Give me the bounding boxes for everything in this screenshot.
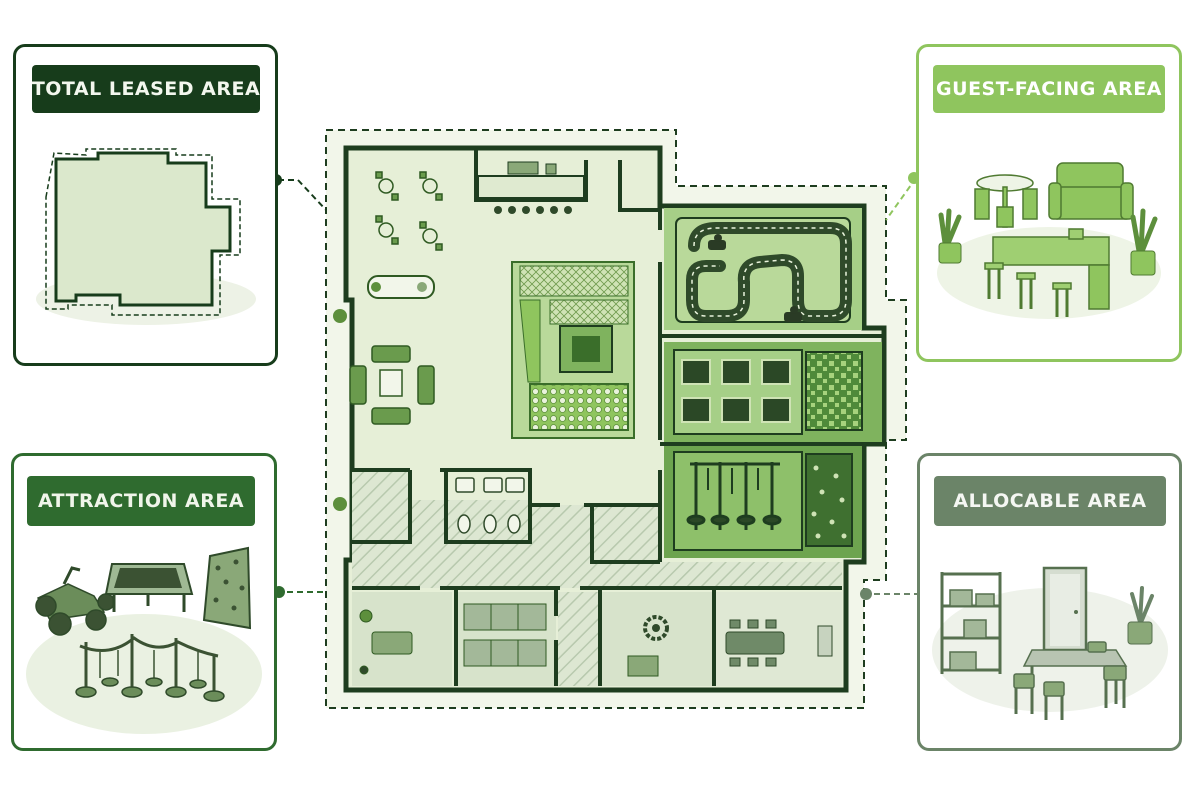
restroom-entry	[352, 470, 408, 542]
kart-icon	[35, 566, 115, 636]
hallway-hatch	[558, 592, 598, 686]
attraction-area-label: ATTRACTION AREA	[27, 476, 255, 526]
plant-icon	[333, 309, 347, 323]
total-leased-area-label: TOTAL LEASED AREA	[32, 65, 260, 113]
table-chairs-icon	[1013, 641, 1128, 720]
bar-counter-icon	[477, 161, 585, 214]
connector-guest	[885, 177, 917, 221]
planter-bench	[367, 275, 435, 299]
foam-pit	[805, 351, 863, 431]
allocable-area-card: ALLOCABLE AREA	[917, 453, 1182, 751]
sofa-icon	[349, 345, 435, 425]
go-kart-track-icon	[675, 217, 852, 323]
kart-icon	[708, 234, 802, 322]
ball-pit-icon	[529, 383, 629, 431]
allocable-corridor	[352, 500, 842, 588]
plant-icon	[333, 497, 347, 511]
guest-facing-area-label: GUEST-FACING AREA	[933, 65, 1165, 113]
plant-icon	[938, 208, 1158, 276]
office-desk	[359, 609, 413, 675]
guest-furniture-illustration	[937, 162, 1161, 319]
climbing-wall-icon	[202, 546, 252, 630]
door-icon	[1042, 566, 1088, 652]
climbing-wall-icon	[805, 453, 853, 547]
shelf-icon	[940, 572, 1002, 674]
attraction-illustration	[26, 546, 262, 734]
ninja-course-icon	[673, 451, 803, 551]
footprint-outline-icon	[36, 148, 256, 325]
gear-icon	[627, 615, 669, 677]
trampoline-icon	[104, 563, 194, 612]
ninja-course-icon	[75, 634, 225, 702]
plant-icon	[1127, 586, 1154, 645]
allocable-illustration	[932, 566, 1168, 720]
sofa-icon	[1048, 162, 1134, 220]
interior-walls	[352, 148, 884, 686]
connector-dot-allocable	[860, 588, 872, 600]
allocable-area-label: ALLOCABLE AREA	[934, 476, 1166, 526]
table-chairs-icon	[725, 619, 833, 667]
guest-facing-area-card: GUEST-FACING AREA	[916, 44, 1182, 362]
plant-icon	[371, 282, 381, 292]
total-leased-area-card: TOTAL LEASED AREA	[13, 44, 278, 366]
table-chairs-icon	[974, 174, 1038, 228]
connector-total	[278, 179, 327, 211]
bar-counter-icon	[984, 228, 1110, 317]
attraction-area-card: ATTRACTION AREA	[11, 453, 277, 751]
restroom-icon	[455, 477, 525, 534]
soft-play-icon	[511, 261, 635, 439]
trampoline-icon	[673, 349, 803, 435]
table-chairs-icon	[375, 171, 443, 251]
shelf-icon	[463, 603, 547, 667]
